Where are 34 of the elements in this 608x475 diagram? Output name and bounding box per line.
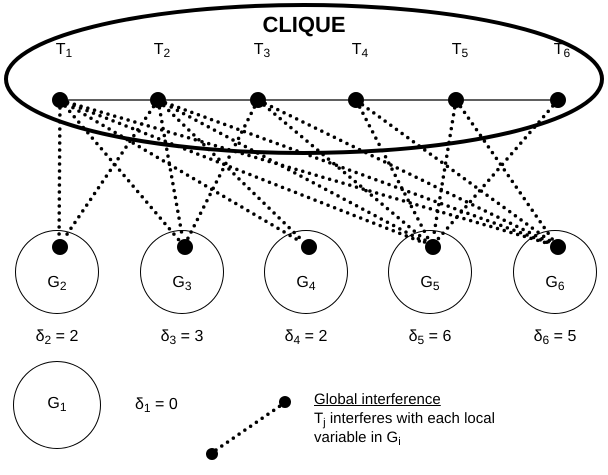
group-label: G$_{3}$ [172,273,192,293]
vertex-label: T$_{4}$ [352,40,368,60]
clique-label: CLIQUE [262,14,346,36]
connector-line [364,99,448,101]
vertex-label: T$_{5}$ [452,40,468,60]
vertex-label: T$_{3}$ [254,40,270,60]
dotted-connector [358,105,430,241]
dotted-connector [186,105,256,241]
group-label: G$_{1}$ [47,394,67,414]
delta-label: δ$_{6}$ = 5 [534,327,576,348]
delta-label: δ$_{1}$ = 0 [135,395,178,416]
dotted-connector [360,102,552,244]
group-label: G$_{2}$ [47,273,67,293]
delta-label: δ$_{5}$ = 6 [408,327,452,348]
group-label: G$_{4}$ [296,273,316,293]
legend-title: Global interference [314,390,441,409]
vertex-label: T$_{2}$ [154,40,170,60]
delta-label: δ$_{3}$ = 3 [160,327,204,348]
dotted-connector [435,104,555,242]
delta-label: δ$_{4}$ = 2 [284,327,328,348]
dotted-connector [458,104,554,242]
connector-line [464,99,550,101]
connector-line [266,99,348,101]
vertex-label: T$_{1}$ [56,40,72,60]
dotted-connector [263,102,552,244]
connector-line [68,99,150,101]
connector-line [166,99,250,101]
dotted-connector [63,104,181,242]
group-label: G$_{5}$ [420,273,440,293]
delta-label: δ$_{2}$ = 2 [36,327,78,348]
dotted-connector [163,102,427,244]
group-label: G$_{6}$ [545,273,565,293]
dotted-connector [262,103,428,243]
legend-text: T$_{j}$ interferes with each local variable in G$_{i}$ [314,409,496,447]
